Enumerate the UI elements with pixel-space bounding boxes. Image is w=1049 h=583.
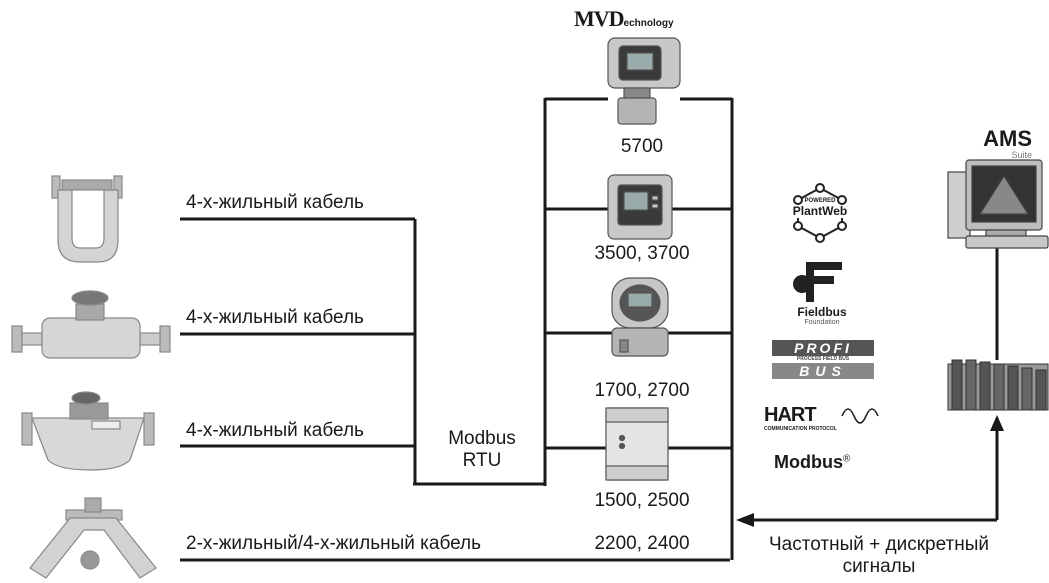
profibus-bottom-text: BUS [772, 363, 874, 379]
sensor-u-tube [51, 175, 123, 263]
modbus-rtu-line2: RTU [462, 450, 502, 471]
cable-label-4: 2-х-жильный/4-х-жильный кабель [186, 533, 482, 554]
profibus-logo: PROFI PROCESS FIELD BUS BUS [772, 340, 874, 379]
signals-label: Частотный + дискретный сигналы [744, 534, 1014, 578]
transmitter-5700 [607, 37, 681, 125]
fieldbus-text: Fieldbus [797, 305, 847, 319]
model-label-2200-2400: 2200, 2400 [594, 533, 690, 554]
transmitter-1700 [611, 277, 669, 357]
plantweb-graphic [793, 183, 847, 243]
profibus-top-text: PROFI [772, 340, 874, 356]
mvd-logo-suffix: echnology [623, 18, 674, 29]
mvd-logo-prefix: MVD [574, 6, 625, 31]
fieldbus-sub-text: Foundation [804, 319, 840, 326]
plantweb-top-text: POWERED [804, 198, 836, 204]
model-label-1700-2700: 1700, 2700 [594, 380, 690, 401]
plantweb-logo: POWERED PlantWeb [786, 198, 854, 218]
profibus-mid-text: PROCESS FIELD BUS [796, 356, 850, 362]
ams-logo-text: AMS [983, 126, 1032, 151]
fieldbus-graphic [793, 262, 842, 302]
modbus-rtu-label: Modbus RTU [438, 428, 526, 472]
modbus-rtu-line1: Modbus [448, 428, 516, 449]
cable-label-2: 4-х-жильный кабель [186, 307, 364, 328]
plantweb-text: PlantWeb [786, 205, 854, 218]
hart-wave-graphic [841, 408, 879, 424]
transmitter-3500 [607, 174, 673, 240]
dcs-rack [947, 359, 1049, 411]
cable-label-3: 4-х-жильный кабель [186, 420, 364, 441]
sensor-v-shape [29, 497, 157, 579]
cable-label-1: 4-х-жильный кабель [186, 192, 364, 213]
hart-sub-text: COMMUNICATION PROTOCOL [764, 426, 837, 432]
hart-text: HART [764, 404, 817, 426]
signals-line1: Частотный + дискретный [769, 534, 989, 555]
arrow-up [990, 415, 1004, 431]
hart-logo: HART COMMUNICATION PROTOCOL [764, 404, 884, 433]
modbus-reg-mark: ® [843, 453, 851, 465]
model-label-1500-2500: 1500, 2500 [594, 490, 690, 511]
ams-suite-logo: AMS Suite [962, 126, 1032, 161]
fieldbus-logo: Fieldbus Foundation [790, 306, 854, 327]
transmitter-1500 [605, 407, 669, 481]
ams-logo-sub: Suite [1011, 150, 1032, 160]
modbus-logo: Modbus® [774, 452, 850, 473]
mvd-technology-logo: MVDechnology [574, 6, 674, 32]
sensor-compact [21, 391, 155, 471]
modbus-logo-text: Modbus [774, 452, 843, 472]
sensor-straight-tube [11, 290, 171, 359]
signals-line2: сигналы [842, 556, 916, 577]
model-label-5700: 5700 [620, 136, 664, 157]
model-label-3500-3700: 3500, 3700 [594, 243, 690, 264]
ams-computer [947, 159, 1049, 249]
arrow-left [736, 513, 754, 527]
